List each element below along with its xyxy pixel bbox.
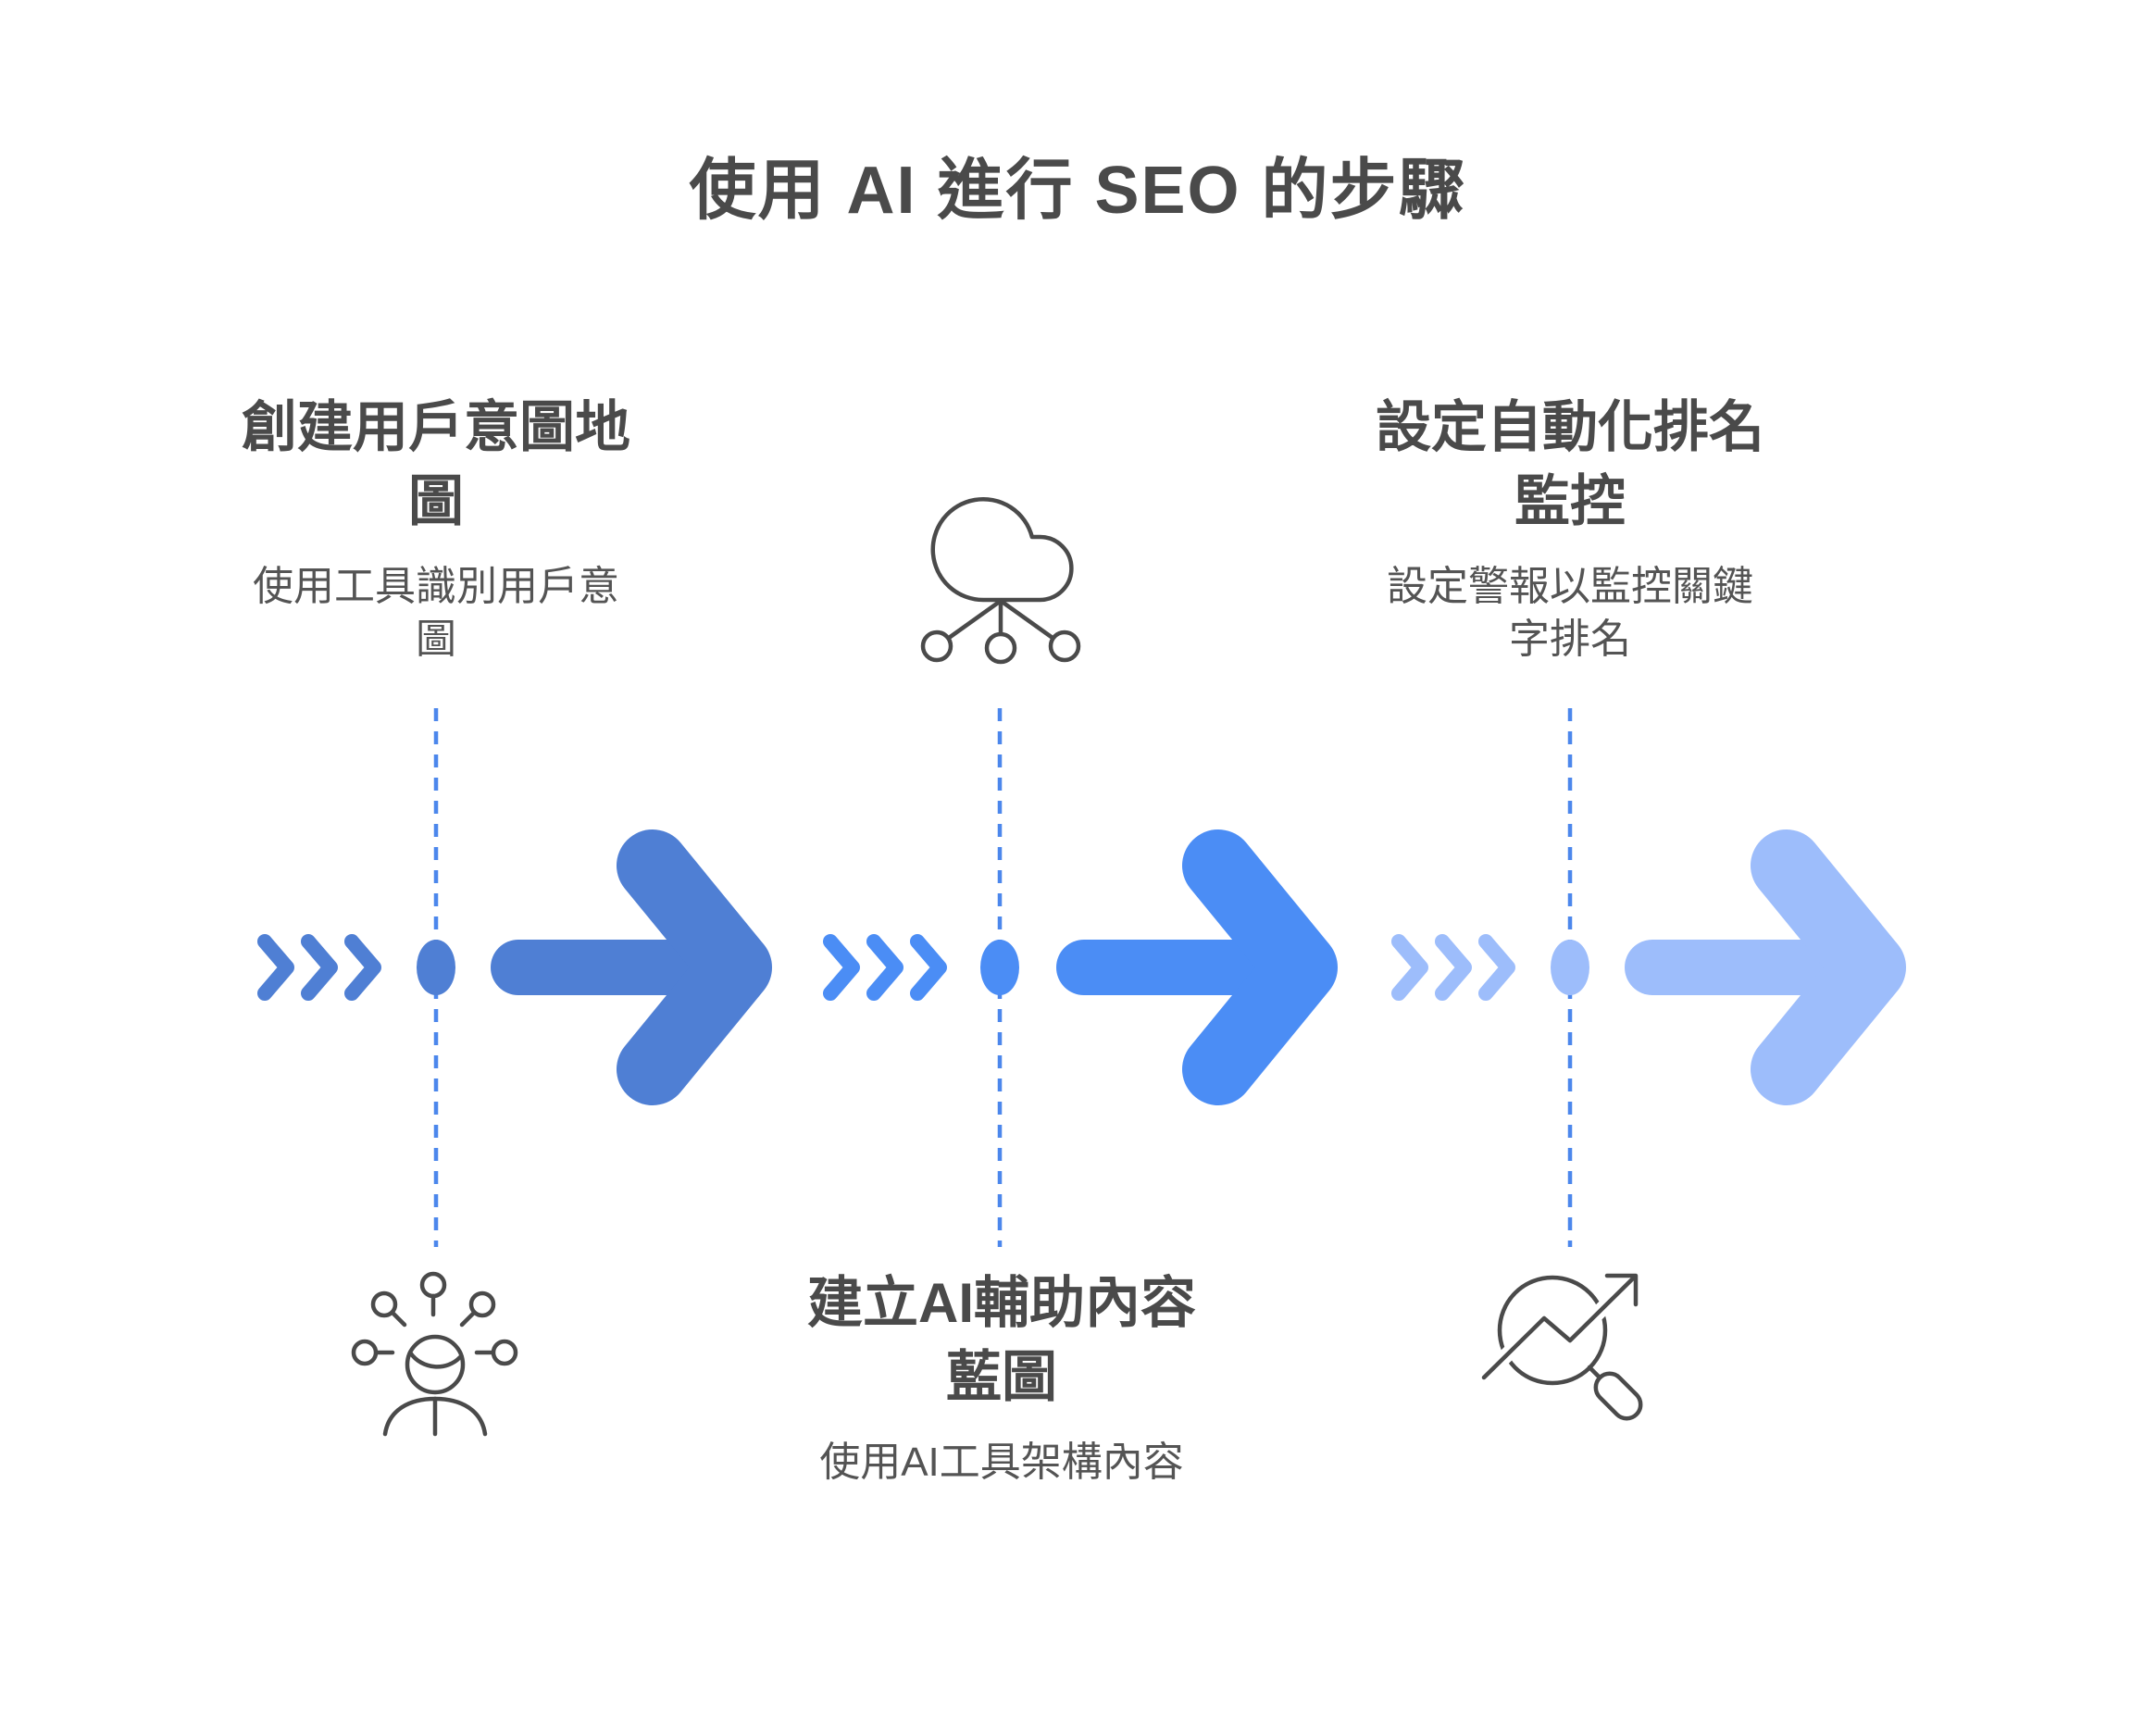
trend-magnifier-icon: [1480, 1273, 1643, 1421]
trend-line: [1481, 1276, 1636, 1380]
timeline-dot-2: [980, 940, 1019, 995]
idea-node: [468, 1290, 496, 1318]
step-2-text-block: 建立AI輔助內容 藍圖 使用AI工具架構內容: [752, 1266, 1252, 1489]
timeline-dot-1: [417, 940, 455, 995]
step-3-title: 設定自動化排名 監控: [1376, 396, 1764, 532]
node-branch: [946, 598, 1003, 641]
chevron-icon: [823, 934, 860, 1001]
chevron-icon: [301, 934, 338, 1001]
timeline-segment-3: [1391, 829, 1906, 1105]
step-2-title: 建立AI輔助內容 藍圖: [807, 1272, 1196, 1408]
network-node: [984, 631, 1017, 665]
magnifier-handle: [1593, 1371, 1643, 1421]
arrow-head-1: [617, 829, 772, 1105]
idea-node: [491, 1339, 518, 1366]
timeline-segment-2: [823, 829, 1338, 1105]
chevron-icon: [257, 934, 294, 1001]
step-3-description: 設定警報以監控關鍵 字排名: [1387, 564, 1753, 662]
node-branch: [998, 598, 1055, 641]
chevron-icon: [1478, 934, 1515, 1001]
trend-arrowhead: [1604, 1273, 1639, 1307]
head-circle: [405, 1334, 466, 1395]
cloud-outline: [933, 499, 1072, 600]
chevron-icon: [910, 934, 947, 1001]
arrow-head-3: [1751, 829, 1906, 1105]
page-title: 使用 AI 進行 SEO 的步驟: [689, 154, 1467, 228]
chevron-icon: [1435, 934, 1472, 1001]
idea-node: [351, 1339, 379, 1366]
step-1-title: 創建用戶意圖地 圖: [242, 396, 630, 532]
step-1-description: 使用工具識別用戶意 圖: [253, 564, 619, 662]
magnifier-handle-joint: [1587, 1365, 1601, 1379]
idea-node-link: [459, 1310, 477, 1328]
arrow-head-2: [1182, 829, 1338, 1105]
timeline-dot-3: [1551, 940, 1589, 995]
user-intent-icon: [351, 1271, 518, 1437]
chevron-icon: [344, 934, 381, 1001]
chevron-icon: [866, 934, 904, 1001]
chevron-icon: [1391, 934, 1428, 1001]
step-3-text-block: 設定自動化排名 監控 設定警報以監控關鍵 字排名: [1320, 391, 1820, 666]
face-curve: [407, 1350, 463, 1369]
magnifier-lens: [1497, 1275, 1608, 1386]
timeline-segment-1: [257, 829, 772, 1105]
network-node: [1048, 630, 1081, 663]
cloud-network-icon: [920, 499, 1081, 665]
idea-node-link: [390, 1310, 407, 1328]
step-1-text-block: 創建用戶意圖地 圖 使用工具識別用戶意 圖: [186, 391, 686, 666]
idea-node: [370, 1290, 398, 1318]
step-2-description: 使用AI工具架構內容: [819, 1440, 1184, 1485]
idea-node: [419, 1271, 447, 1299]
network-node: [920, 630, 953, 663]
